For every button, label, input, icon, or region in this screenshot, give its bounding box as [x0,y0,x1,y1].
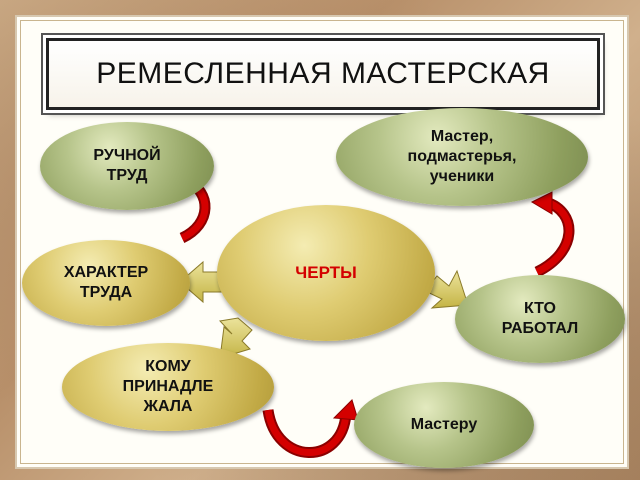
node-kto-rabotal: КТО РАБОТАЛ [455,275,625,363]
node-komu-prinadlezhala-label: КОМУ ПРИНАДЛЕ ЖАЛА [122,358,214,415]
node-kharakter-truda-label: ХАРАКТЕР ТРУДА [63,264,149,301]
node-masteru: Мастеру [354,382,534,468]
slide-title: РЕМЕСЛЕННАЯ МАСТЕРСКАЯ [96,57,550,90]
node-master-podmasterya-label: Мастер, подмастерья, ученики [407,128,517,185]
red-arrowhead-master [530,191,553,215]
node-komu-prinadlezhala: КОМУ ПРИНАДЛЕ ЖАЛА [62,343,274,431]
node-masteru-label: Мастеру [410,416,478,433]
node-kharakter-truda: ХАРАКТЕР ТРУДА [22,240,190,326]
node-master-podmasterya: Мастер, подмастерья, ученики [336,108,588,206]
node-kto-rabotal-label: КТО РАБОТАЛ [501,300,579,337]
arrow-to-kto-rabotal [424,269,469,309]
red-arrowhead-bottom [332,399,359,421]
node-ruchnoy-trud: РУЧНОЙ ТРУД [40,122,214,210]
title-box: РЕМЕСЛЕННАЯ МАСТЕРСКАЯ [46,38,600,110]
center-oval: ЧЕРТЫ [217,205,435,341]
center-label: ЧЕРТЫ [295,263,357,283]
node-ruchnoy-trud-label: РУЧНОЙ ТРУД [93,147,161,184]
